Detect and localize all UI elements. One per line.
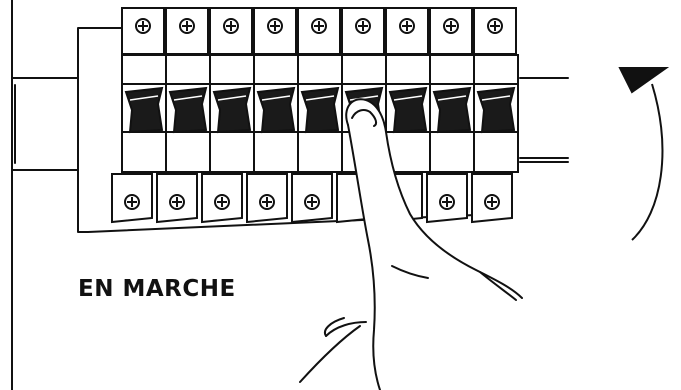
hand-pressing-icon xyxy=(299,98,523,390)
breaker-toggle[interactable] xyxy=(212,86,252,134)
bottom-terminal-row xyxy=(111,173,513,224)
screw-icon xyxy=(267,18,283,34)
screw-icon xyxy=(443,18,459,34)
breaker-toggle[interactable] xyxy=(476,86,516,134)
screw-icon xyxy=(124,194,140,210)
screw-icon xyxy=(223,18,239,34)
screw-icon xyxy=(439,194,455,210)
screw-icon xyxy=(214,194,230,210)
breaker-toggle[interactable] xyxy=(388,86,428,134)
breaker-row xyxy=(121,54,519,173)
screw-icon xyxy=(311,18,327,34)
top-terminal-row xyxy=(121,7,517,55)
screw-icon xyxy=(169,194,185,210)
breaker-toggle[interactable] xyxy=(300,86,340,134)
screw-icon xyxy=(484,194,500,210)
status-label: EN MARCHE xyxy=(78,276,236,302)
screw-icon xyxy=(179,18,195,34)
screw-icon xyxy=(259,194,275,210)
screw-icon xyxy=(355,18,371,34)
screw-icon xyxy=(487,18,503,34)
breaker-toggle[interactable] xyxy=(124,86,164,134)
screw-icon xyxy=(304,194,320,210)
breaker-toggle[interactable] xyxy=(256,86,296,134)
screw-icon xyxy=(399,18,415,34)
breaker-toggle[interactable] xyxy=(432,86,472,134)
breaker-toggle[interactable] xyxy=(168,86,208,134)
screw-icon xyxy=(135,18,151,34)
counter-clockwise-arrow-icon xyxy=(618,67,670,241)
